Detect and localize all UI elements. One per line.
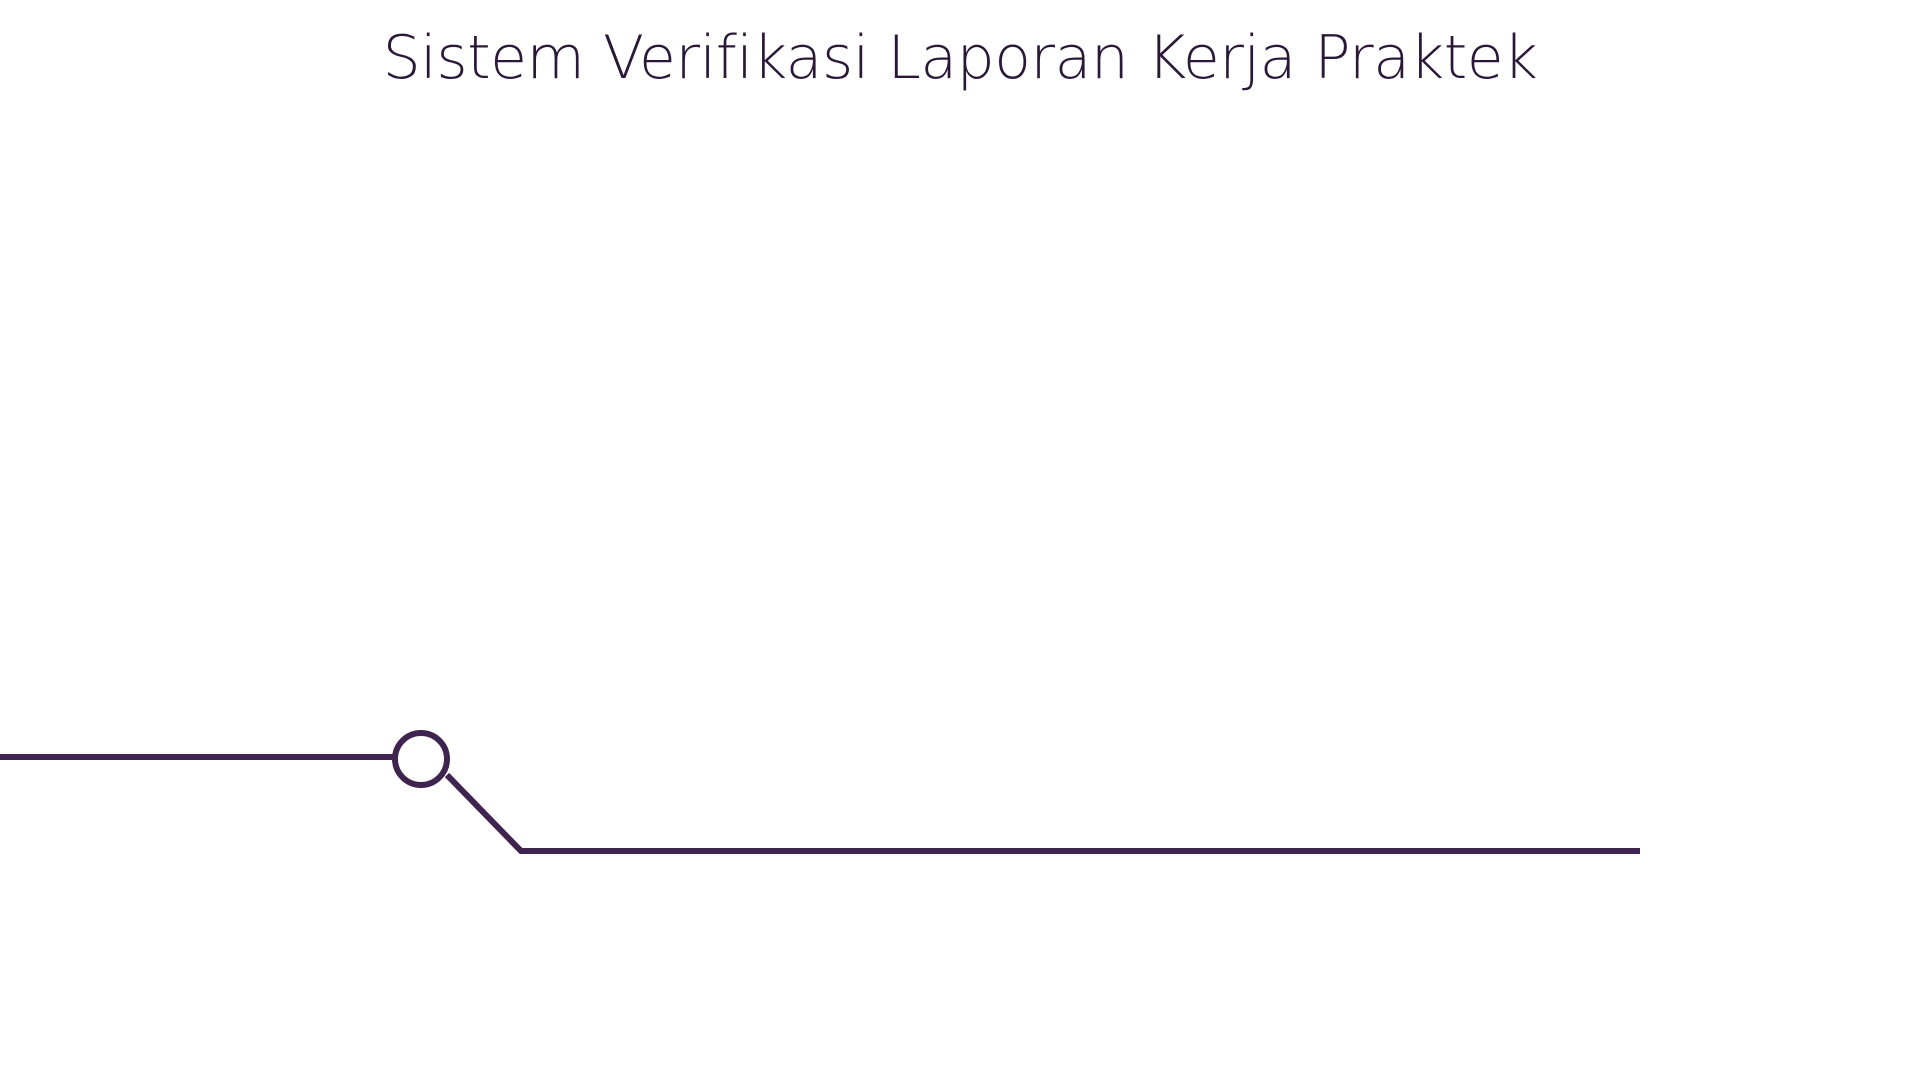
circle-node-icon [392,730,450,788]
connector-path-descending [444,772,1640,854]
slide-title: Sistem Verifikasi Laporan Kerja Praktek [382,23,1538,93]
